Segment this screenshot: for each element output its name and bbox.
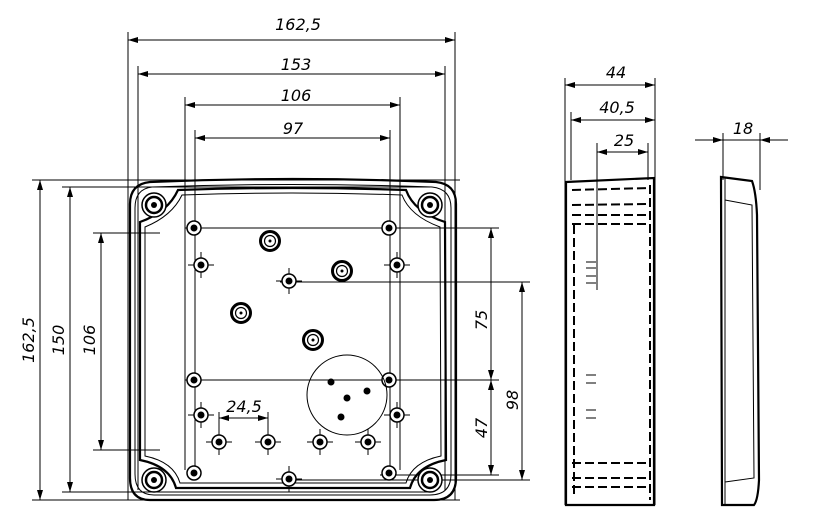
dim-overall-width: 162,5 — [275, 15, 321, 34]
dim-mount-width-inner: 97 — [283, 119, 304, 138]
lid-outline — [719, 175, 761, 507]
dimension-lines — [37, 37, 525, 500]
dim-inner-width: 153 — [281, 55, 312, 74]
dim-rail-hole-pitch: 24,5 — [226, 397, 262, 416]
hidden-lines — [571, 185, 651, 500]
side-view: 44 40,5 25 — [564, 63, 656, 507]
front-view: 162,5 153 106 97 162,5 150 106 75 98 47 … — [19, 15, 530, 502]
dim-body-depth: 40,5 — [599, 98, 635, 117]
dim-overall-height: 162,5 — [19, 317, 38, 363]
lid-inner-lines — [724, 177, 755, 505]
dim-inner-depth: 25 — [614, 131, 634, 150]
mounting-holes — [141, 192, 443, 493]
dim-mount-height: 106 — [80, 325, 99, 356]
side-body-outline — [564, 176, 656, 507]
rib-marks — [586, 261, 596, 419]
housing-outline — [128, 177, 458, 502]
dim-hole-spacing-upper: 75 — [472, 310, 491, 330]
cable-entry-dots — [327, 378, 371, 421]
dim-lid-depth: 18 — [733, 119, 753, 138]
dim-hole-spacing-right: 98 — [503, 390, 522, 410]
dim-hole-spacing-lower: 47 — [472, 417, 491, 438]
dim-overall-depth: 44 — [606, 63, 626, 82]
lid-view: 18 — [695, 119, 788, 507]
dim-inner-height: 150 — [49, 325, 68, 356]
dim-mount-width-outer: 106 — [281, 86, 312, 105]
cable-entry-circle — [306, 354, 388, 436]
